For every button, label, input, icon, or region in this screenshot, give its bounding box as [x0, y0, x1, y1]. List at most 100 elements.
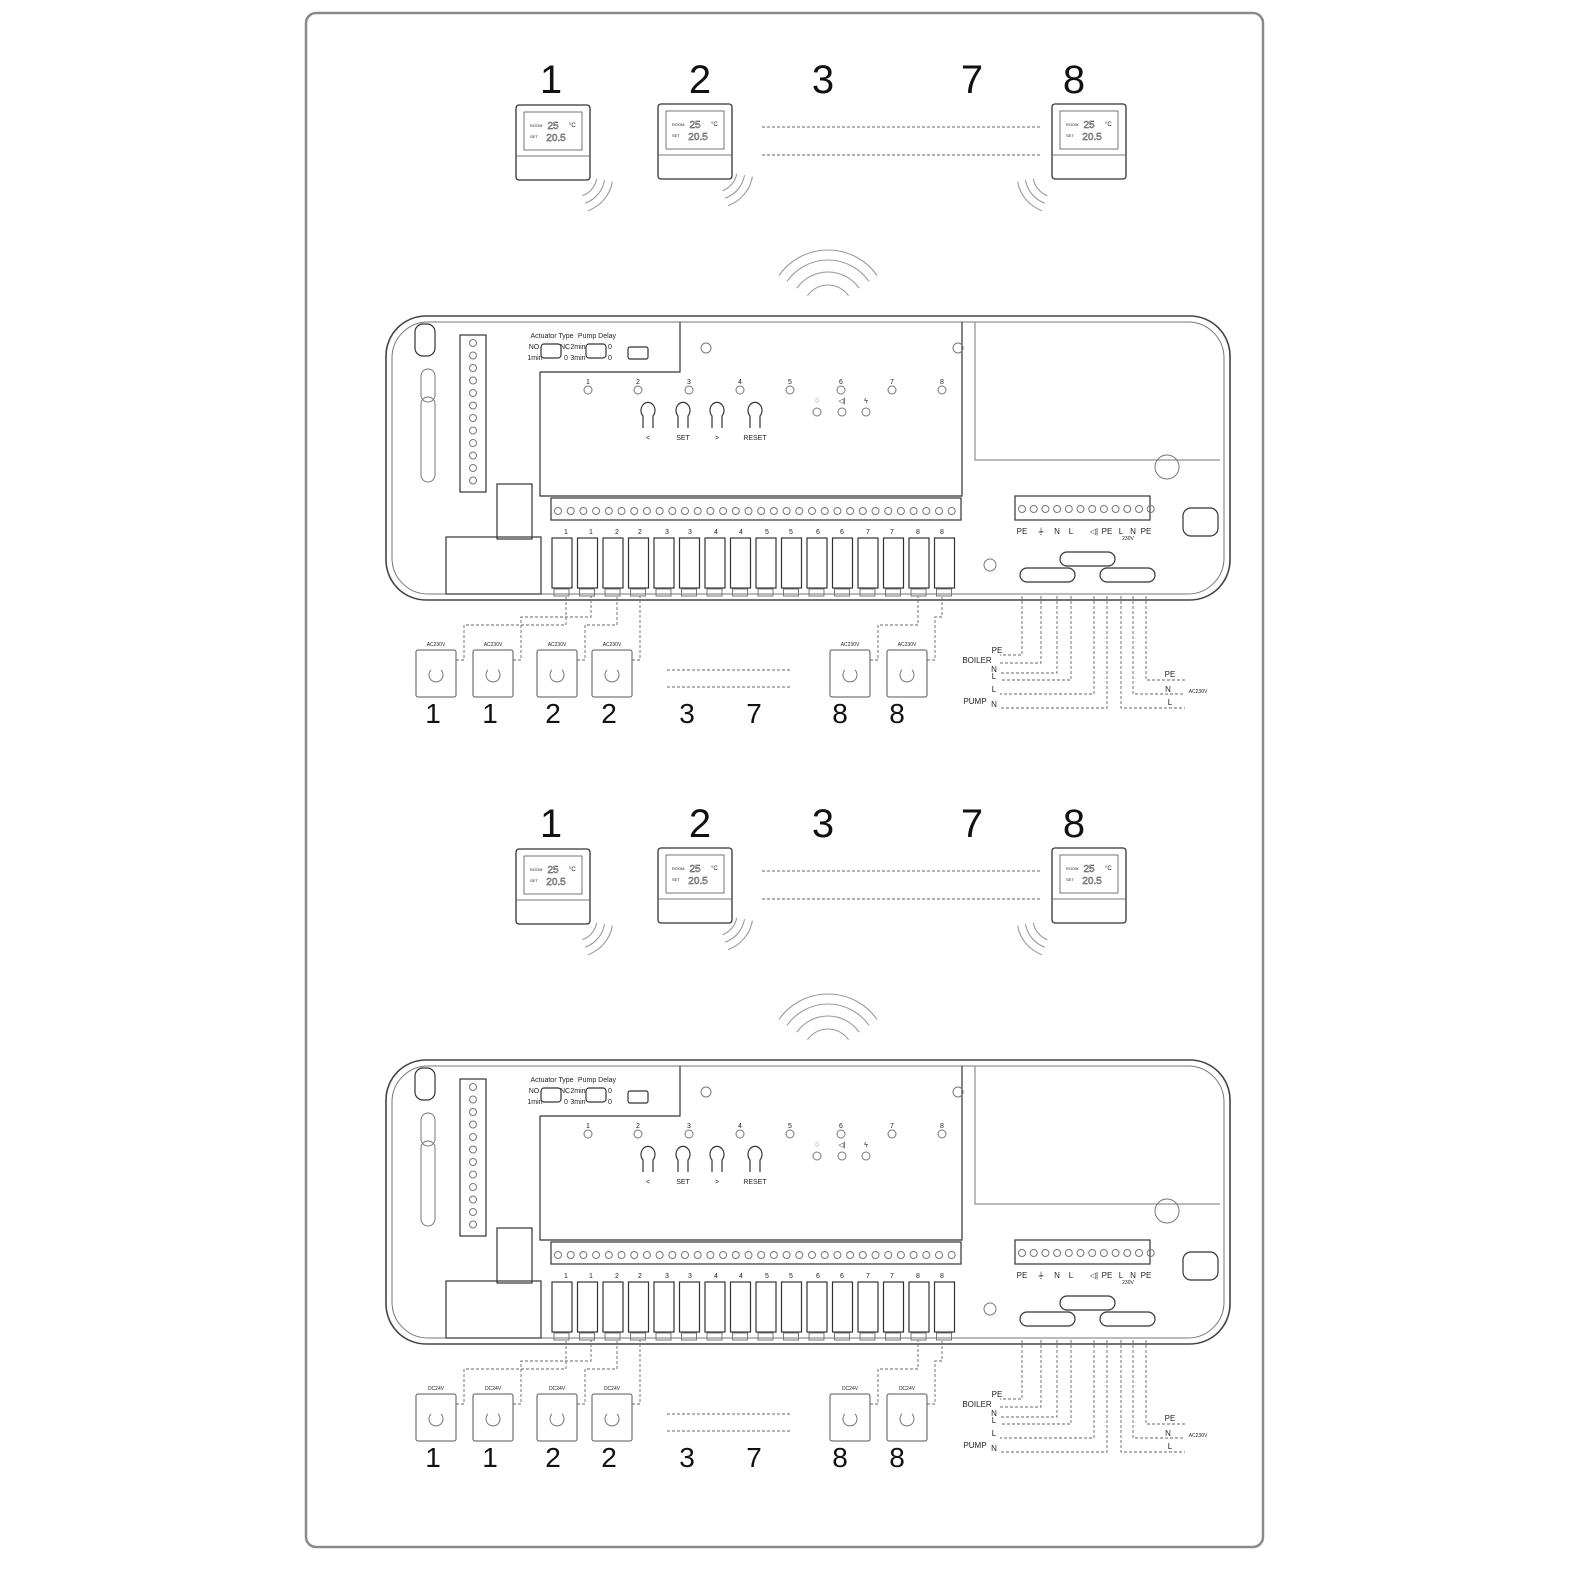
actuator-connector — [576, 537, 599, 589]
mains-supply-label: AC230V — [1189, 689, 1208, 695]
connector-latch — [808, 588, 825, 597]
controller-housing — [385, 315, 1231, 601]
cable-clamp — [1019, 1311, 1076, 1327]
mains-supply-label: AC230V — [1189, 1433, 1208, 1439]
wiring-label-pump_l: L — [992, 685, 997, 694]
button-left[interactable] — [640, 1145, 656, 1172]
screw-icon — [469, 1183, 477, 1191]
boiler-pump-wire — [1000, 596, 1072, 681]
power-terminal-label: N — [1054, 527, 1060, 536]
actuator-type-dip-switch[interactable] — [540, 1087, 562, 1103]
actuator-connector — [831, 1281, 854, 1333]
actuator-number: 2 — [545, 1442, 561, 1473]
actuator-voltage-label: DC24V — [485, 1386, 502, 1392]
boiler-pump-wire — [1000, 1340, 1042, 1408]
actuator-number: 8 — [889, 1442, 905, 1473]
power-area-outline — [974, 1066, 1220, 1205]
actuator-voltage-label: AC230V — [548, 642, 567, 648]
zone-led-label: 8 — [940, 1123, 944, 1130]
actuator-number: 2 — [545, 698, 561, 729]
zero-label: 0 — [564, 1099, 568, 1106]
wireless-signal-icon — [587, 181, 613, 212]
zone-terminal-label: 4 — [714, 529, 718, 536]
cable-clamp — [420, 1140, 436, 1227]
thermostat-set-label: SET — [530, 134, 538, 139]
pump-icon — [837, 407, 847, 417]
terminal-screw — [820, 1251, 829, 1259]
actuator-body — [415, 649, 457, 698]
wiring-label-boiler_l: L — [992, 1416, 997, 1425]
actuator-body — [591, 1393, 633, 1442]
zone-led-label: 7 — [890, 379, 894, 386]
actuator-connector — [857, 1281, 879, 1333]
actuator-connector — [755, 537, 777, 589]
boiler-pump-wire — [1000, 596, 1108, 709]
actuator-wire — [927, 1340, 943, 1405]
zone-led — [735, 385, 745, 395]
power-terminal-label: ◁| — [1090, 527, 1098, 536]
pump-delay-dip-switch[interactable] — [585, 1087, 607, 1103]
pump-delay-dip-switch[interactable] — [585, 343, 607, 359]
button-set[interactable] — [675, 401, 691, 428]
thermostat-screen — [523, 855, 583, 895]
wiring-label-boiler_n: N — [991, 665, 997, 674]
terminal-screw — [922, 1251, 931, 1259]
wiring-label-mains_pe: PE — [1165, 670, 1176, 679]
screw-icon — [469, 351, 477, 360]
zone-led — [937, 385, 947, 395]
terminal-screw — [706, 1251, 715, 1259]
button-left[interactable] — [640, 401, 656, 428]
actuator-connector — [551, 1281, 573, 1333]
thermostat-number: 8 — [1063, 802, 1085, 846]
terminal-screw — [935, 1251, 943, 1259]
thermostat-room-label: ROOM — [672, 122, 684, 127]
thermostat-room-label: ROOM — [530, 867, 542, 872]
zone-led — [583, 1129, 593, 1139]
button-reset[interactable] — [747, 401, 763, 428]
actuator-type-dip-switch[interactable] — [540, 343, 562, 359]
terminal-screw — [731, 507, 740, 515]
terminal-screw — [630, 507, 639, 515]
button-set[interactable] — [675, 1145, 691, 1172]
terminal-screw — [554, 1251, 562, 1259]
zone-terminal-label: 6 — [840, 529, 844, 536]
thermostat-set-temp: 20.5 — [1082, 876, 1102, 887]
connector-latch — [706, 1332, 723, 1341]
wireless-signal-icon — [786, 1003, 870, 1026]
zone-led-label: 4 — [738, 379, 742, 386]
wiring-label-pump: PUMP — [963, 1441, 986, 1450]
controller-inner-edge — [391, 321, 1225, 595]
terminal-screw — [833, 1251, 842, 1259]
actuator-wire — [577, 1340, 618, 1405]
connector-latch — [859, 1332, 876, 1341]
actuator-indicator-icon — [604, 669, 620, 683]
terminal-screw — [1041, 505, 1050, 513]
zone-led — [684, 385, 694, 395]
button-reset[interactable] — [747, 1145, 763, 1172]
button-right[interactable] — [709, 1145, 725, 1172]
actuator-wire — [577, 596, 618, 661]
cable-clamp — [1099, 567, 1156, 583]
terminal-screw — [1099, 1249, 1108, 1257]
boiler-pump-wire — [1000, 1340, 1058, 1418]
wireless-signal-icon — [1024, 180, 1045, 204]
terminal-screw — [604, 507, 613, 515]
wiring-label-pump_n: N — [991, 700, 997, 709]
terminal-screw — [808, 507, 816, 515]
button-right[interactable] — [709, 401, 725, 428]
actuator-indicator-icon — [899, 1413, 915, 1427]
terminal-screw — [579, 507, 588, 515]
thermostat-set-label: SET — [530, 878, 538, 883]
mains-wire — [1120, 596, 1185, 709]
screw-icon — [700, 1086, 712, 1098]
mains-wire — [1132, 596, 1185, 695]
cable-clamp — [1059, 551, 1116, 567]
zone-terminal-label: 1 — [564, 529, 568, 536]
thermostat-number: 2 — [689, 58, 711, 102]
thermostat-screen — [665, 854, 725, 894]
connector-latch — [732, 1332, 748, 1341]
